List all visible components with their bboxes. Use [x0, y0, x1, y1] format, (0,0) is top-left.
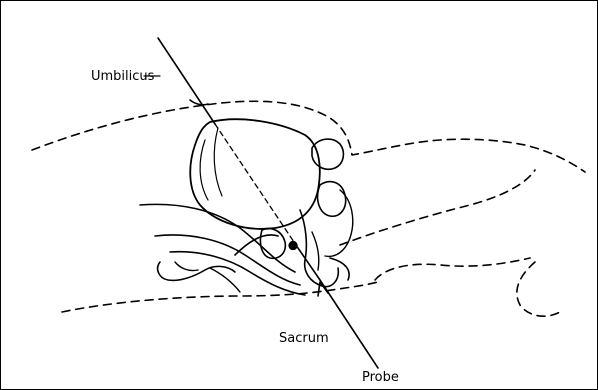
uterus: [318, 182, 346, 217]
knee-outline: [517, 262, 560, 316]
bladder-inner-contour: [200, 140, 208, 200]
rectum-inner: [312, 232, 319, 270]
adnexa: [325, 190, 353, 256]
bladder-inner-contour-2: [214, 128, 222, 196]
thigh-outline: [340, 170, 535, 245]
probe-label: Probe: [362, 371, 399, 384]
sacrum-curve: [330, 258, 349, 280]
ovary: [312, 139, 343, 169]
sacrum-label: Sacrum: [279, 332, 329, 345]
labia-inner: [175, 262, 198, 271]
cervix: [260, 229, 285, 259]
thigh-lower-outline: [375, 258, 530, 280]
cervix-dot: [290, 242, 297, 249]
labia: [158, 262, 235, 280]
pubic-curve-upper: [140, 204, 295, 272]
probe-lower-line: [298, 248, 378, 368]
rectum-outer: [300, 210, 338, 287]
umbilicus-label: Umbilicus: [91, 70, 154, 83]
